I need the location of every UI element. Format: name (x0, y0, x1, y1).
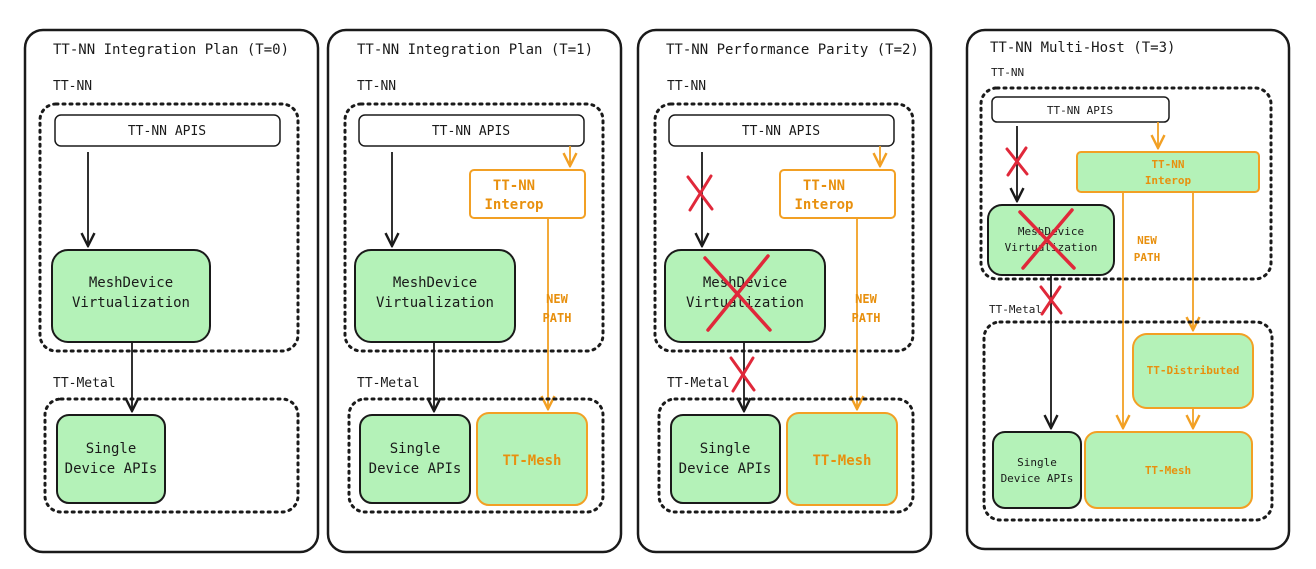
ttnn-section-label: TT-NN (667, 79, 706, 94)
ttmesh-label: TT-Mesh (1145, 464, 1191, 477)
interop-line1: TT-NN (803, 178, 845, 194)
meshdevice-line2: Virtualization (72, 295, 190, 311)
ttnn-apis-label: TT-NN APIS (1047, 104, 1113, 117)
panel-t1: TT-NN Integration Plan (T=1) TT-NN TT-NN… (326, 28, 623, 554)
single-device-box (56, 414, 166, 504)
ttmesh-label: TT-Mesh (502, 453, 561, 469)
new-path-line1: NEW (855, 292, 877, 306)
meshdevice-box (664, 249, 826, 343)
interop-line2: Interop (1145, 174, 1192, 187)
ttmetal-dotted-region (43, 397, 300, 514)
interop-line1: TT-NN (1151, 158, 1184, 171)
ttnn-apis-box (991, 96, 1170, 123)
ttmetal-dotted-region (347, 397, 605, 514)
meshdevice-line2: Virtualization (376, 295, 494, 311)
ttmetal-dotted-region (657, 397, 915, 514)
interop-box (469, 169, 586, 219)
interop-line2: Interop (794, 197, 853, 213)
panel-t3: TT-NN Multi-Host (T=3) TT-NN TT-NN APIS … (965, 28, 1291, 551)
ttnn-section-label: TT-NN (357, 79, 396, 94)
meshdevice-box (354, 249, 516, 343)
ttmetal-dotted-region (982, 320, 1274, 522)
new-path-line2: PATH (1134, 251, 1161, 264)
interop-line1: TT-NN (493, 178, 535, 194)
blocked-path-x-icon (1039, 285, 1063, 316)
panel-t0: TT-NN Integration Plan (T=0) TT-NN TT-NN… (23, 28, 320, 554)
meshdevice-line1: MeshDevice (89, 275, 173, 291)
panel-title: TT-NN Integration Plan (T=1) (357, 42, 593, 58)
ttmetal-section-label: TT-Metal (357, 376, 420, 391)
single-device-line1: Single (1017, 456, 1057, 469)
ttmesh-box (476, 412, 588, 506)
ttmetal-section-label: TT-Metal (667, 376, 730, 391)
panel-t2: TT-NN Performance Parity (T=2) TT-NN TT-… (636, 28, 933, 554)
single-device-line2: Device APIs (1001, 472, 1074, 485)
removed-x-icon (703, 254, 772, 332)
single-device-box (670, 414, 781, 504)
distributed-label: TT-Distributed (1147, 364, 1240, 377)
ttmesh-box (1084, 431, 1253, 509)
meshdevice-line2: Virtualization (1005, 241, 1098, 254)
panel-title: TT-NN Multi-Host (T=3) (990, 40, 1175, 56)
single-device-line1: Single (700, 441, 751, 457)
blocked-path-x-icon (686, 174, 714, 212)
single-device-line1: Single (390, 441, 441, 457)
panel-title: TT-NN Performance Parity (T=2) (666, 42, 919, 58)
ttnn-apis-box (668, 114, 895, 147)
single-device-line2: Device APIs (65, 461, 158, 477)
ttmesh-label: TT-Mesh (812, 453, 871, 469)
ttnn-apis-label: TT-NN APIS (742, 124, 820, 139)
single-device-line2: Device APIs (369, 461, 462, 477)
new-path-line2: PATH (852, 311, 881, 325)
blocked-path-x-icon (729, 356, 756, 393)
panel-title: TT-NN Integration Plan (T=0) (53, 42, 289, 58)
ttmetal-section-label: TT-Metal (53, 376, 116, 391)
ttnn-dotted-region (653, 102, 915, 353)
blocked-path-x-icon (1005, 146, 1029, 177)
ttnn-section-label: TT-NN (53, 79, 92, 94)
interop-box (1076, 151, 1260, 193)
new-path-line2: PATH (543, 311, 572, 325)
interop-line2: Interop (484, 197, 543, 213)
meshdevice-box (987, 204, 1115, 276)
new-path-line1: NEW (1137, 234, 1157, 247)
single-device-line2: Device APIs (679, 461, 772, 477)
ttnn-apis-label: TT-NN APIS (432, 124, 510, 139)
meshdevice-line1: MeshDevice (393, 275, 477, 291)
ttmetal-section-label: TT-Metal (989, 303, 1042, 316)
single-device-box (992, 431, 1082, 509)
ttnn-dotted-region (979, 86, 1273, 281)
single-device-box (359, 414, 471, 504)
single-device-line1: Single (86, 441, 137, 457)
meshdevice-box (51, 249, 211, 343)
ttmesh-box (786, 412, 898, 506)
removed-x-icon (1018, 208, 1076, 270)
ttnn-dotted-region (38, 102, 300, 353)
new-path-line1: NEW (546, 292, 568, 306)
ttnn-section-label: TT-NN (991, 66, 1024, 79)
ttnn-apis-label: TT-NN APIS (128, 124, 206, 139)
ttnn-apis-box (54, 114, 281, 147)
interop-box (779, 169, 896, 219)
ttnn-apis-box (358, 114, 585, 147)
ttnn-dotted-region (343, 102, 605, 353)
